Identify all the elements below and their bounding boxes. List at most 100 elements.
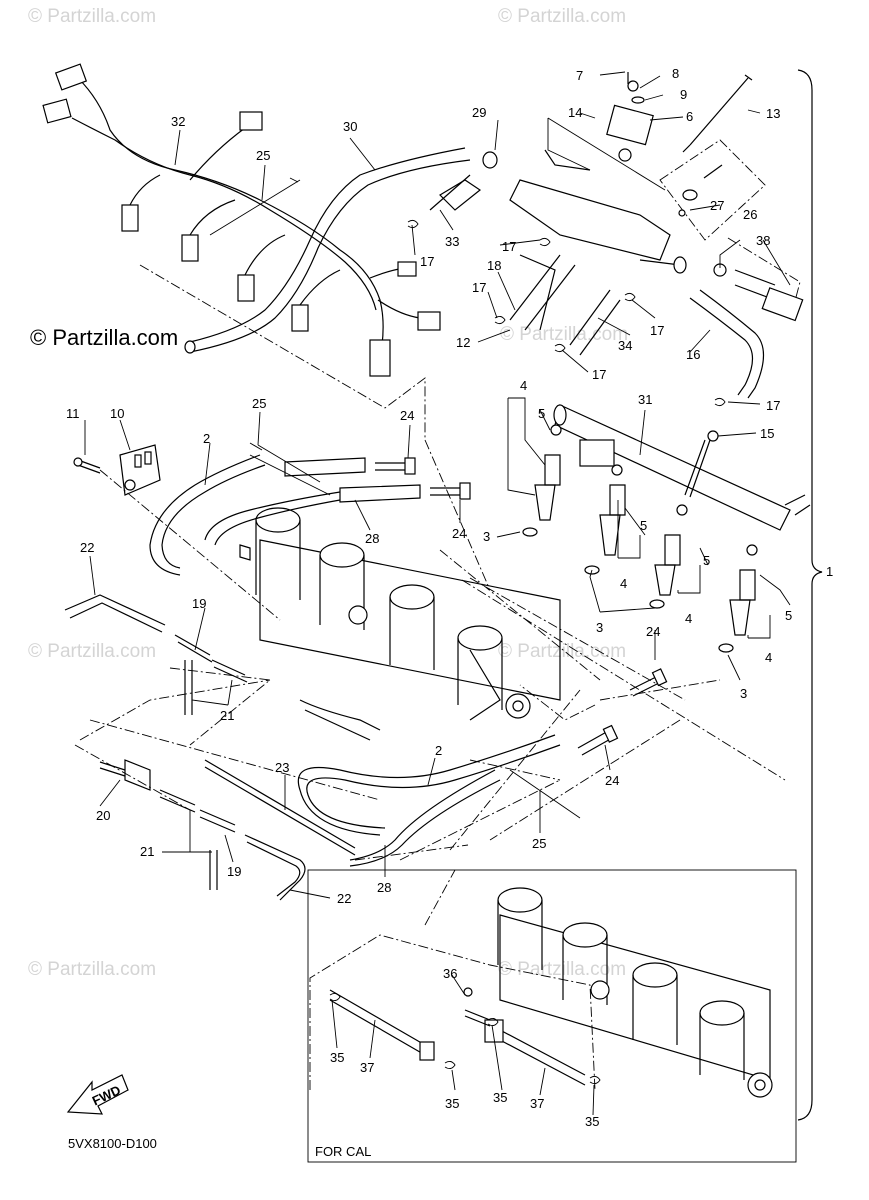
- callout-23: 23: [275, 760, 289, 775]
- pipes-lower: [297, 734, 581, 867]
- callout-35c: 35: [445, 1096, 459, 1111]
- for-cal-throttle-body: [329, 887, 773, 1098]
- bolts-24: [375, 457, 668, 756]
- watermark-top-left: © Partzilla.com: [28, 6, 156, 27]
- callout-1: 1: [826, 564, 833, 579]
- callout-5b: 5: [640, 518, 647, 533]
- callout-4b: 4: [620, 576, 627, 591]
- callout-28b: 28: [377, 880, 391, 895]
- clip-25-upper: [209, 177, 301, 236]
- callout-38: 38: [756, 233, 770, 248]
- callout-3c: 3: [740, 686, 747, 701]
- callout-36: 36: [443, 966, 457, 981]
- watermark-mid-right: © Partzilla.com: [500, 324, 628, 345]
- fwd-arrow-icon: [66, 1074, 129, 1115]
- callout-35a: 35: [330, 1050, 344, 1065]
- callout-6: 6: [686, 109, 693, 124]
- callout-5a: 5: [538, 406, 545, 421]
- callout-32: 32: [171, 114, 185, 129]
- callout-31: 31: [638, 392, 652, 407]
- callout-24d: 24: [605, 773, 619, 788]
- watermark-lower-left: © Partzilla.com: [28, 959, 156, 980]
- callout-4a: 4: [520, 378, 527, 393]
- watermark-mid-left: © Partzilla.com: [28, 641, 156, 662]
- callout-7: 7: [576, 68, 583, 83]
- watermark-lower-right: © Partzilla.com: [498, 959, 626, 980]
- callout-24b: 24: [452, 526, 466, 541]
- callout-2b: 2: [435, 743, 442, 758]
- callout-3b: 3: [596, 620, 603, 635]
- watermark-top-right: © Partzilla.com: [498, 6, 626, 27]
- callout-22a: 22: [80, 540, 94, 555]
- callout-15: 15: [760, 426, 774, 441]
- callout-5d: 5: [785, 608, 792, 623]
- callout-8: 8: [672, 66, 679, 81]
- callout-19b: 19: [227, 864, 241, 879]
- callout-21a: 21: [220, 708, 234, 723]
- leader-lines: [74, 139, 801, 1091]
- callout-27: 27: [710, 198, 724, 213]
- callout-29: 29: [472, 105, 486, 120]
- callout-17a: 17: [420, 254, 434, 269]
- callout-37a: 37: [360, 1060, 374, 1075]
- hose-30-outline: [189, 159, 471, 353]
- callout-20: 20: [96, 808, 110, 823]
- callout-14: 14: [568, 105, 582, 120]
- callout-4c: 4: [685, 611, 692, 626]
- watermark-mid-right-2: © Partzilla.com: [498, 641, 626, 662]
- callout-3a: 3: [483, 529, 490, 544]
- callout-21b: 21: [140, 844, 154, 859]
- fwd-label: FWD: [90, 1082, 123, 1108]
- callout-17b: 17: [502, 239, 516, 254]
- lower-hoses: [64, 594, 381, 901]
- wire-harness: [42, 63, 441, 377]
- callout-11: 11: [66, 406, 80, 421]
- callout-5c: 5: [703, 553, 710, 568]
- upper-fuel-assembly: [429, 72, 804, 399]
- assembly-bracket: [797, 69, 823, 1121]
- pipes-upper: [149, 454, 421, 576]
- callout-26: 26: [743, 207, 757, 222]
- fuel-rail-31: [522, 404, 811, 653]
- callout-16: 16: [686, 347, 700, 362]
- bracket-10: [73, 444, 161, 496]
- hose-30-end: [184, 340, 196, 354]
- callout-25a: 25: [256, 148, 270, 163]
- callout-17d: 17: [650, 323, 664, 338]
- callout-12: 12: [456, 335, 470, 350]
- callout-leaders: [84, 71, 791, 1116]
- throttle-body-main: [239, 507, 561, 721]
- callout-35d: 35: [585, 1114, 599, 1129]
- clip-25-middle: [249, 442, 321, 483]
- for-cal-label: FOR CAL: [315, 1144, 371, 1159]
- watermark-main: © Partzilla.com: [30, 325, 178, 350]
- callout-9: 9: [680, 87, 687, 102]
- callout-34: 34: [618, 338, 632, 353]
- callout-28a: 28: [365, 531, 379, 546]
- callout-24c: 24: [646, 624, 660, 639]
- callout-30: 30: [343, 119, 357, 134]
- callout-24a: 24: [400, 408, 414, 423]
- clips-17: [407, 219, 726, 407]
- callout-10: 10: [110, 406, 124, 421]
- callout-35b: 35: [493, 1090, 507, 1105]
- callout-17f: 17: [766, 398, 780, 413]
- callout-17e: 17: [592, 367, 606, 382]
- for-cal-box: [307, 869, 797, 1163]
- callout-33: 33: [445, 234, 459, 249]
- callout-19a: 19: [192, 596, 206, 611]
- callout-2a: 2: [203, 431, 210, 446]
- callout-22b: 22: [337, 891, 351, 906]
- hose-30: [189, 147, 466, 343]
- callout-17c: 17: [472, 280, 486, 295]
- callout-numbers: 1 2 2 3 3 3 4 4 4 4 5 5 5 5 6 7 8 9 10 1…: [66, 66, 833, 1129]
- callout-25c: 25: [532, 836, 546, 851]
- callout-13: 13: [766, 106, 780, 121]
- callout-37b: 37: [530, 1096, 544, 1111]
- callout-18: 18: [487, 258, 501, 273]
- callout-4d: 4: [765, 650, 772, 665]
- callout-25b: 25: [252, 396, 266, 411]
- diagram-code: 5VX8100-D100: [68, 1136, 157, 1151]
